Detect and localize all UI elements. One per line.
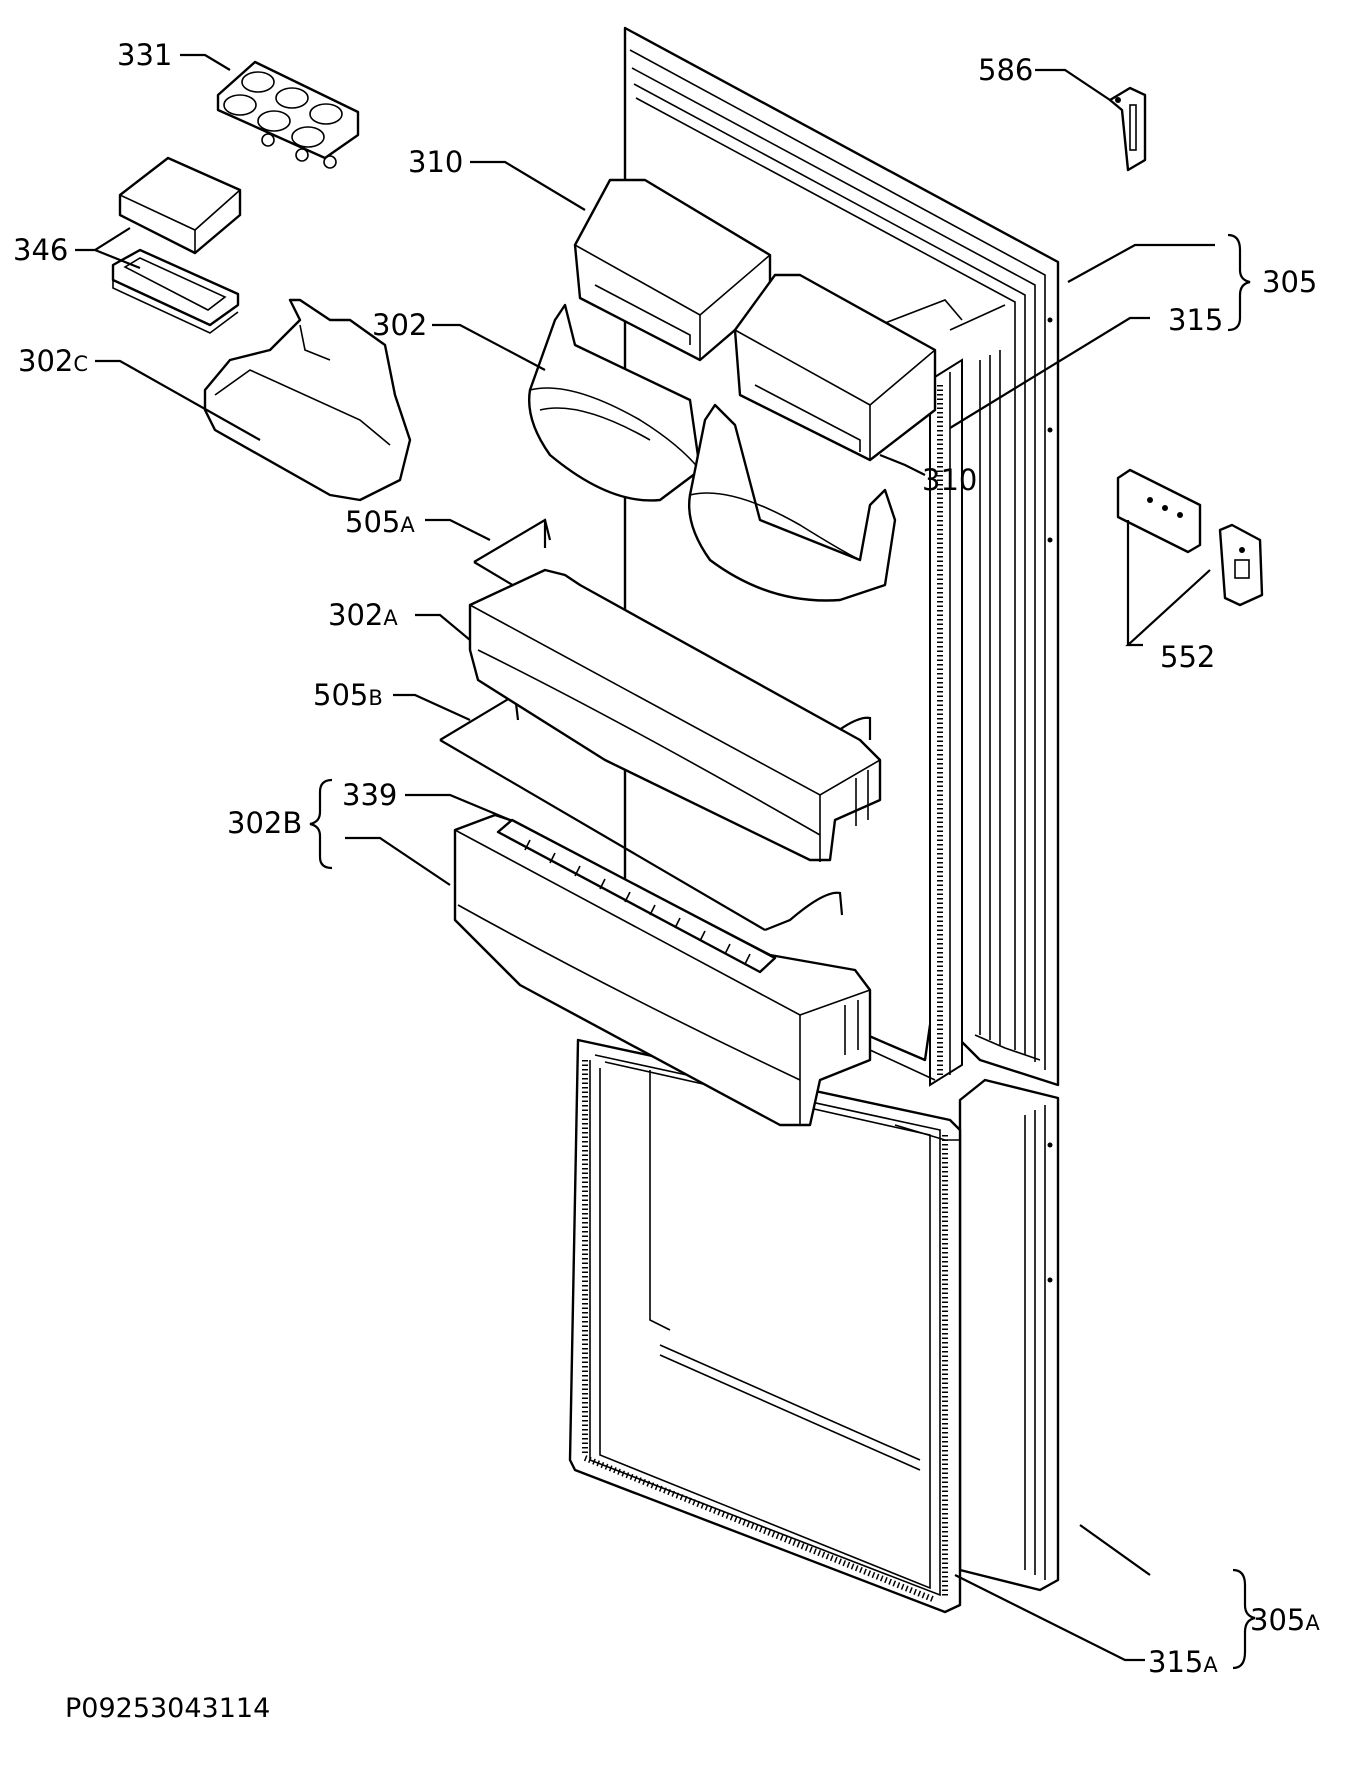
- callout-302a: 302A: [328, 598, 398, 632]
- callout-586: 586: [978, 53, 1033, 87]
- callout-305: 305: [1262, 265, 1317, 299]
- upper-door-gasket: [869, 299, 963, 1087]
- callout-302b: 302B: [227, 806, 302, 840]
- hinge-552-a: [1116, 468, 1202, 554]
- dairy-compartment-right: [733, 273, 937, 462]
- egg-tray-331: [216, 60, 360, 169]
- callout-305a: 305A: [1250, 1603, 1320, 1637]
- dairy-compartment-left: [573, 178, 772, 362]
- callout-302: 302: [372, 308, 427, 342]
- brace-302b: [309, 778, 333, 870]
- brace-305a: [1232, 1568, 1256, 1670]
- callout-310-upper: 310: [408, 145, 463, 179]
- callout-552: 552: [1160, 640, 1215, 674]
- door-shelf-302-left: [528, 303, 702, 502]
- bracket-586: [1108, 86, 1147, 172]
- callout-310-lower: 310: [922, 463, 977, 497]
- brace-305: [1227, 233, 1251, 332]
- callout-302c: 302C: [18, 344, 88, 378]
- box-346: [111, 156, 242, 334]
- callout-346: 346: [13, 233, 68, 267]
- callout-315a: 315A: [1148, 1645, 1218, 1679]
- door-shelf-302a: [468, 568, 882, 862]
- callout-339: 339: [342, 778, 397, 812]
- drawing-reference-code: P09253043114: [65, 1693, 270, 1724]
- callout-505a: 505A: [345, 505, 415, 539]
- lower-door: [568, 1038, 1060, 1614]
- hinge-552-b: [1218, 523, 1264, 607]
- butter-tray-302c: [203, 298, 412, 502]
- callout-505b: 505B: [313, 678, 383, 712]
- callout-331: 331: [117, 38, 172, 72]
- door-shelf-302-right: [688, 403, 897, 602]
- leader-lines: [75, 53, 1215, 1662]
- bottle-rack-339: [496, 818, 777, 974]
- callout-315: 315: [1168, 303, 1223, 337]
